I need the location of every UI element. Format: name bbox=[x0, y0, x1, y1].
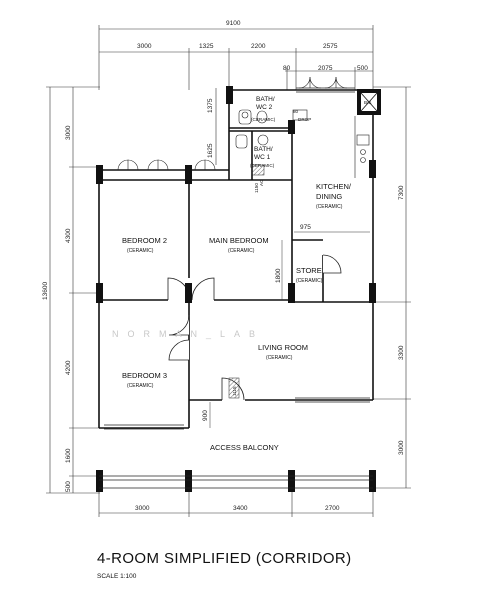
room-name-line2: WC 2 bbox=[256, 104, 273, 111]
dim-inner: 900 bbox=[202, 410, 209, 421]
room-name-line2: WC 1 bbox=[254, 154, 271, 161]
room-finish: (CERAMIC) bbox=[251, 117, 276, 122]
dim-inner: 80 bbox=[293, 109, 299, 114]
bomb-shelter-label: B/S bbox=[364, 100, 371, 105]
dim-bottom-seg: 2700 bbox=[325, 505, 340, 512]
dim-left-seg: 4300 bbox=[65, 228, 72, 243]
dim-inner: 1150 bbox=[254, 183, 259, 193]
window-swings bbox=[117, 76, 348, 171]
dim-top-seg: 2200 bbox=[251, 43, 266, 50]
room-name: BATH/ bbox=[254, 146, 273, 153]
room-finish: (CERAMIC) bbox=[228, 248, 255, 254]
room-name: LIVING ROOM bbox=[258, 343, 308, 352]
left-dimensions bbox=[46, 86, 217, 494]
dim-right-seg: 3300 bbox=[398, 345, 405, 360]
dim-top-sub: 80 bbox=[283, 65, 291, 72]
room-finish: (CERAMIC) bbox=[250, 163, 275, 168]
plan-scale: SCALE 1:100 bbox=[97, 573, 137, 580]
room-name: BEDROOM 3 bbox=[122, 371, 167, 380]
room-name-line2: DINING bbox=[316, 192, 342, 201]
dim-inner: 1625 bbox=[207, 143, 214, 158]
kitchen-counter bbox=[354, 116, 370, 178]
dim-bottom-seg: 3000 bbox=[135, 505, 150, 512]
dim-top-sub: 2075 bbox=[318, 65, 333, 72]
dim-inner: 1375 bbox=[207, 98, 214, 113]
plan-title: 4-ROOM SIMPLIFIED (CORRIDOR) bbox=[97, 550, 352, 567]
dim-left-seg: 1600 bbox=[65, 448, 72, 463]
dim-top-seg: 3000 bbox=[137, 43, 152, 50]
service-duct bbox=[228, 377, 240, 399]
room-finish: (CERAMIC) bbox=[316, 204, 343, 210]
room-finish: (CERAMIC) bbox=[296, 278, 323, 284]
dim-top-sub: 500 bbox=[357, 65, 368, 72]
bottom-dimensions bbox=[98, 490, 374, 517]
room-finish: (CERAMIC) bbox=[127, 248, 154, 254]
room-name: BATH/ bbox=[256, 96, 275, 103]
structural-columns bbox=[96, 86, 376, 492]
top-dimensions bbox=[98, 25, 374, 90]
floor-plan: 9100 3000 1325 2200 2575 80 2075 500 136… bbox=[42, 20, 411, 517]
dim-bottom-seg: 3400 bbox=[233, 505, 248, 512]
dim-top-seg: 2575 bbox=[323, 43, 338, 50]
drop-label: DROP bbox=[298, 117, 311, 122]
service-duct bbox=[251, 164, 265, 176]
access-balcony-railing bbox=[99, 475, 373, 489]
room-name: ACCESS BALCONY bbox=[210, 443, 279, 452]
bathroom-fixtures bbox=[235, 109, 308, 149]
room-finish: (CERAMIC) bbox=[127, 383, 154, 389]
dim-left-seg: 500 bbox=[65, 481, 72, 492]
watermark: NORMAN_LAB bbox=[112, 329, 264, 339]
ac-ledge-label: AC bbox=[259, 179, 264, 186]
dim-top-seg: 1325 bbox=[199, 43, 214, 50]
room-name: BEDROOM 2 bbox=[122, 236, 167, 245]
room-name: STORE bbox=[296, 266, 322, 275]
inner-dimension-lines bbox=[209, 231, 370, 428]
room-labels: BEDROOM 2 (CERAMIC) MAIN BEDROOM (CERAMI… bbox=[122, 96, 352, 452]
dim-inner: 1800 bbox=[275, 268, 282, 283]
door-swings bbox=[167, 254, 342, 401]
room-name: MAIN BEDROOM bbox=[209, 236, 269, 245]
dim-left-seg: 4200 bbox=[65, 360, 72, 375]
room-name: KITCHEN/ bbox=[316, 182, 352, 191]
dim-left-seg: 3000 bbox=[65, 125, 72, 140]
walls bbox=[98, 89, 374, 429]
dim-right-seg: 3000 bbox=[398, 440, 405, 455]
dim-top-overall: 9100 bbox=[226, 20, 241, 27]
right-dimensions bbox=[373, 86, 411, 489]
room-finish: (CERAMIC) bbox=[266, 355, 293, 361]
dim-left-overall: 13600 bbox=[42, 282, 49, 300]
dim-inner: 975 bbox=[300, 224, 311, 231]
dim-right-seg: 7300 bbox=[398, 185, 405, 200]
dim-inner: 1115 bbox=[232, 386, 237, 396]
bomb-shelter: B/S bbox=[357, 89, 381, 115]
